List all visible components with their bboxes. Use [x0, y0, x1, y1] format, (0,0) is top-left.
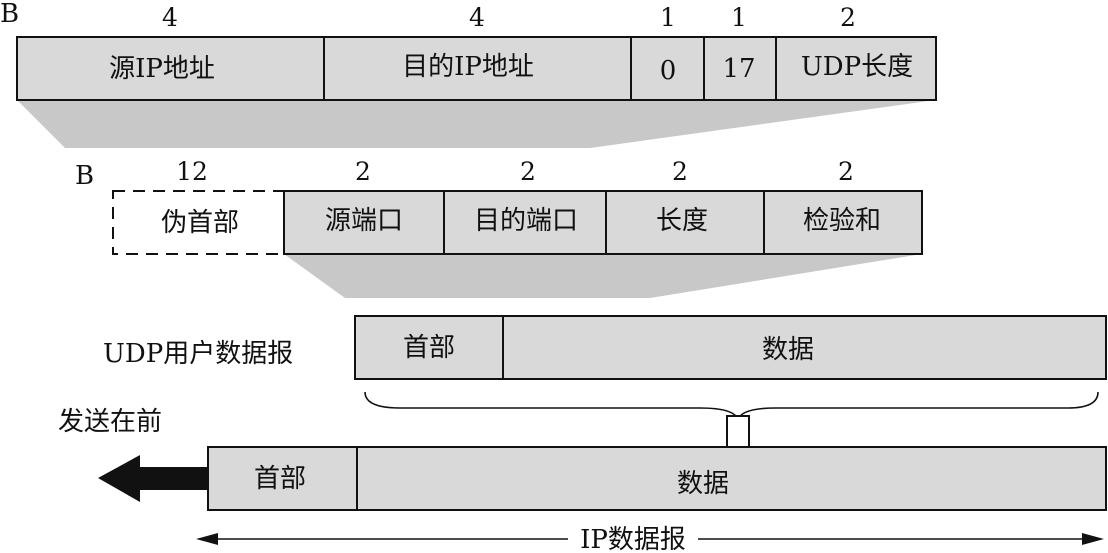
- label-pseudo-header: 伪首部: [161, 208, 239, 238]
- udp-header-row: [283, 190, 923, 255]
- ip-datagram-span-label: IP数据报: [580, 525, 686, 553]
- udp-datagram-data-label: 数据: [762, 335, 814, 365]
- row2-count-src-port: 2: [355, 157, 371, 186]
- field-dst-ip: [323, 36, 632, 101]
- row1-shadow: [17, 100, 936, 148]
- field-zero: [630, 36, 705, 101]
- send-first-label: 发送在前: [58, 407, 162, 437]
- udp-datagram-data-box: [502, 315, 1107, 380]
- label-dst-ip: 目的IP地址: [402, 52, 534, 82]
- udp-datagram-header-label: 首部: [403, 333, 455, 363]
- ip-datagram-span: [196, 533, 1104, 545]
- row2-count-length: 2: [672, 157, 688, 186]
- row2-count-pseudo: 12: [176, 157, 208, 186]
- udp-datagram-label: UDP用户数据报: [103, 339, 293, 369]
- row1-count-protocol: 1: [731, 3, 747, 32]
- label-protocol: 17: [722, 54, 755, 84]
- pseudo-header-row: [16, 36, 937, 101]
- label-src-ip: 源IP地址: [109, 54, 215, 84]
- span-arrowhead-right-icon: [1082, 533, 1104, 545]
- udp-datagram-header-box: [354, 315, 504, 380]
- row2-unit-label: B: [75, 161, 94, 191]
- ip-datagram-header-box: [207, 446, 358, 511]
- field-udp-length: [775, 36, 937, 101]
- row1-count-zero: 1: [660, 3, 676, 32]
- ip-datagram-header-label: 首部: [254, 464, 306, 494]
- label-src-port: 源端口: [325, 206, 403, 236]
- row1-count-dst-ip: 4: [469, 3, 485, 32]
- label-checksum: 检验和: [803, 206, 881, 236]
- row1-count-src-ip: 4: [162, 3, 178, 32]
- field-length: [605, 190, 765, 255]
- span-arrowhead-left-icon: [196, 533, 218, 545]
- label-zero: 0: [660, 56, 677, 86]
- ip-datagram-data-box: [356, 446, 1107, 511]
- row1-unit-label: B: [0, 0, 19, 29]
- row2-count-dst-port: 2: [520, 157, 536, 186]
- label-length: 长度: [656, 206, 708, 236]
- label-udp-length: UDP长度: [801, 52, 913, 82]
- label-dst-port: 目的端口: [474, 206, 578, 236]
- field-checksum: [763, 190, 923, 255]
- field-src-ip: [16, 36, 325, 101]
- row2-shadow: [284, 254, 922, 298]
- field-src-port: [283, 190, 445, 255]
- row2-count-checksum: 2: [838, 157, 854, 186]
- row1-count-udp-length: 2: [840, 3, 856, 32]
- send-direction-arrow-icon: [98, 455, 209, 502]
- ip-datagram-data-label: 数据: [677, 469, 729, 499]
